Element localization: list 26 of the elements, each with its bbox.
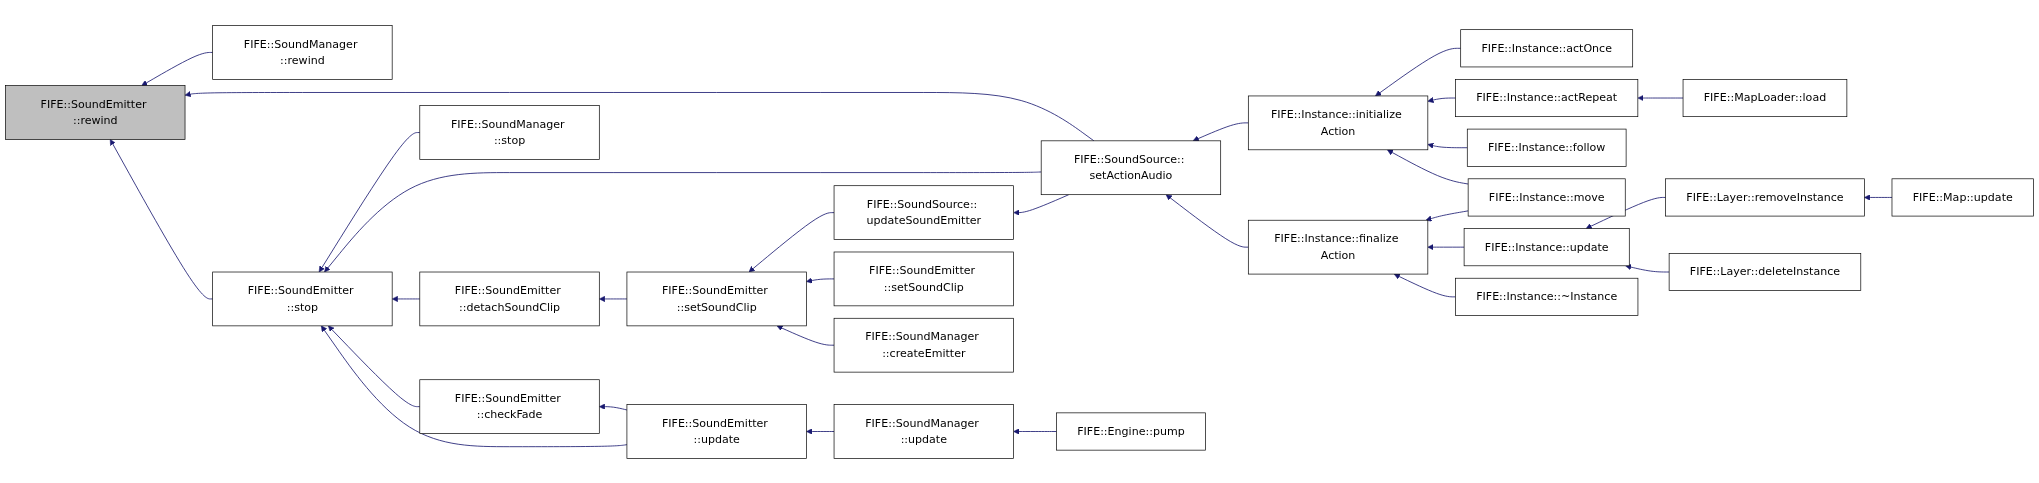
node-box: FIFE::Instance::actRepeat [1455,78,1639,117]
node-box: FIFE::Instance::follow [1466,128,1627,167]
node-box: FIFE::SoundEmitter ::rewind [5,84,186,140]
node-box: FIFE::SoundManager ::rewind [212,24,393,80]
node-box: FIFE::SoundManager ::update [833,403,1014,459]
node-box: FIFE::Instance::initialize Action [1247,95,1429,150]
node-box: FIFE::Instance::~Instance [1455,277,1639,316]
node-box: FIFE::Layer::removeInstance [1665,177,1865,216]
node-box: FIFE::Instance::actOnce [1460,28,1634,67]
node-box: FIFE::Instance::finalize Action [1247,219,1429,274]
node-box: FIFE::Layer::deleteInstance [1668,252,1862,291]
node-box: FIFE::SoundSource:: updateSoundEmitter [833,184,1014,240]
node-box: FIFE::MapLoader::load [1682,78,1848,117]
node-box: FIFE::Engine::pump [1056,412,1206,450]
node-box: FIFE::Map::update [1891,177,2034,216]
node-box: FIFE::SoundEmitter ::setSoundClip [626,271,807,326]
node-box: FIFE::SoundEmitter ::stop [212,271,393,326]
node-box: FIFE::SoundEmitter ::setSoundClip [833,251,1014,306]
node-box: FIFE::SoundManager ::createEmitter [833,317,1014,372]
node-box: FIFE::SoundEmitter ::update [626,403,807,459]
node-box: FIFE::SoundSource:: setActionAudio [1040,140,1222,195]
node-box: FIFE::SoundManager ::stop [419,104,600,160]
node-box: FIFE::SoundEmitter ::detachSoundClip [419,271,600,326]
node-box: FIFE::Instance::move [1467,177,1626,216]
node-box: FIFE::Instance::update [1463,227,1630,266]
node-box: FIFE::SoundEmitter ::checkFade [419,378,600,434]
